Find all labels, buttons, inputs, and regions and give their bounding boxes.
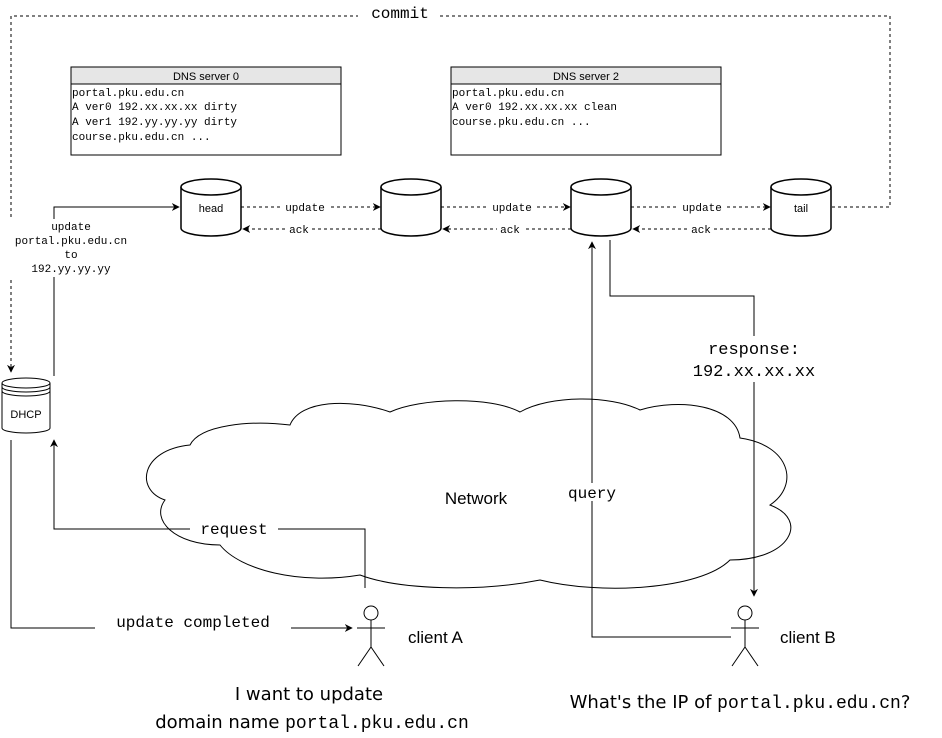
tail-node: tail [770,178,832,237]
client-a-caption-line1: I want to update [235,684,383,705]
client-b-caption-code: portal.pku.edu.cn [717,694,901,714]
commit-arrow [7,15,891,373]
client-a-label: client A [408,628,463,647]
dhcp-update-line: update [51,222,91,234]
client-b-caption-prefix: What's the IP of [570,692,718,713]
head-node-label: head [199,203,223,215]
client-b-caption-suffix: ? [901,692,911,713]
response-arrow [609,240,758,597]
query-label: query [568,485,616,503]
request-label: request [200,521,267,539]
dhcp-update-line: to [64,250,77,262]
dns-server-0-line: portal.pku.edu.cn [72,88,184,100]
update-label-3: update [682,203,722,215]
client-a-caption-line2: domain name portal.pku.edu.cn [155,712,469,734]
dns-server-2-line: course.pku.edu.cn ... [452,117,591,129]
dns-server-0-line: A ver1 192.yy.yy.yy dirty [72,117,237,129]
update-label-2: update [492,203,532,215]
ack-label-3: ack [691,225,711,237]
dns-server-1-node [380,178,442,237]
dns-server-2-line: portal.pku.edu.cn [452,88,564,100]
commit-label: commit [371,5,429,23]
dns-server-2-box: DNS server 2 portal.pku.edu.cn A ver0 19… [450,66,722,156]
query-arrow [588,241,731,638]
client-b-caption: What's the IP of portal.pku.edu.cn? [570,692,911,714]
network-cloud: Network [145,398,792,589]
client-b-actor [731,605,759,667]
dhcp-label: DHCP [10,409,41,421]
dhcp-server: DHCP [1,377,51,434]
dns-server-0-title: DNS server 0 [173,71,239,83]
dns-server-2-line: A ver0 192.xx.xx.xx clean [452,102,617,114]
tail-node-label: tail [794,203,808,215]
dns-server-2-node [570,178,632,237]
client-a-caption-code: portal.pku.edu.cn [285,714,469,734]
dhcp-update-arrow [53,203,180,376]
dhcp-update-line: 192.yy.yy.yy [31,264,111,276]
dns-server-0-line: A ver0 192.xx.xx.xx dirty [72,102,237,114]
response-line: response: [708,341,800,360]
dns-server-0-line: course.pku.edu.cn ... [72,132,211,144]
head-node: head [180,178,242,237]
ack-label-1: ack [289,225,309,237]
client-a-actor [357,605,385,667]
update-label-1: update [285,203,325,215]
ack-label-2: ack [500,225,520,237]
network-label: Network [445,489,508,508]
response-line: 192.xx.xx.xx [693,363,815,382]
dns-server-0-box: DNS server 0 portal.pku.edu.cn A ver0 19… [70,66,342,156]
update-completed-label: update completed [116,614,270,632]
client-b-label: client B [780,628,836,647]
dns-server-2-title: DNS server 2 [553,71,619,83]
client-a-caption-prefix: domain name [155,712,285,733]
dhcp-update-line: portal.pku.edu.cn [15,236,127,248]
